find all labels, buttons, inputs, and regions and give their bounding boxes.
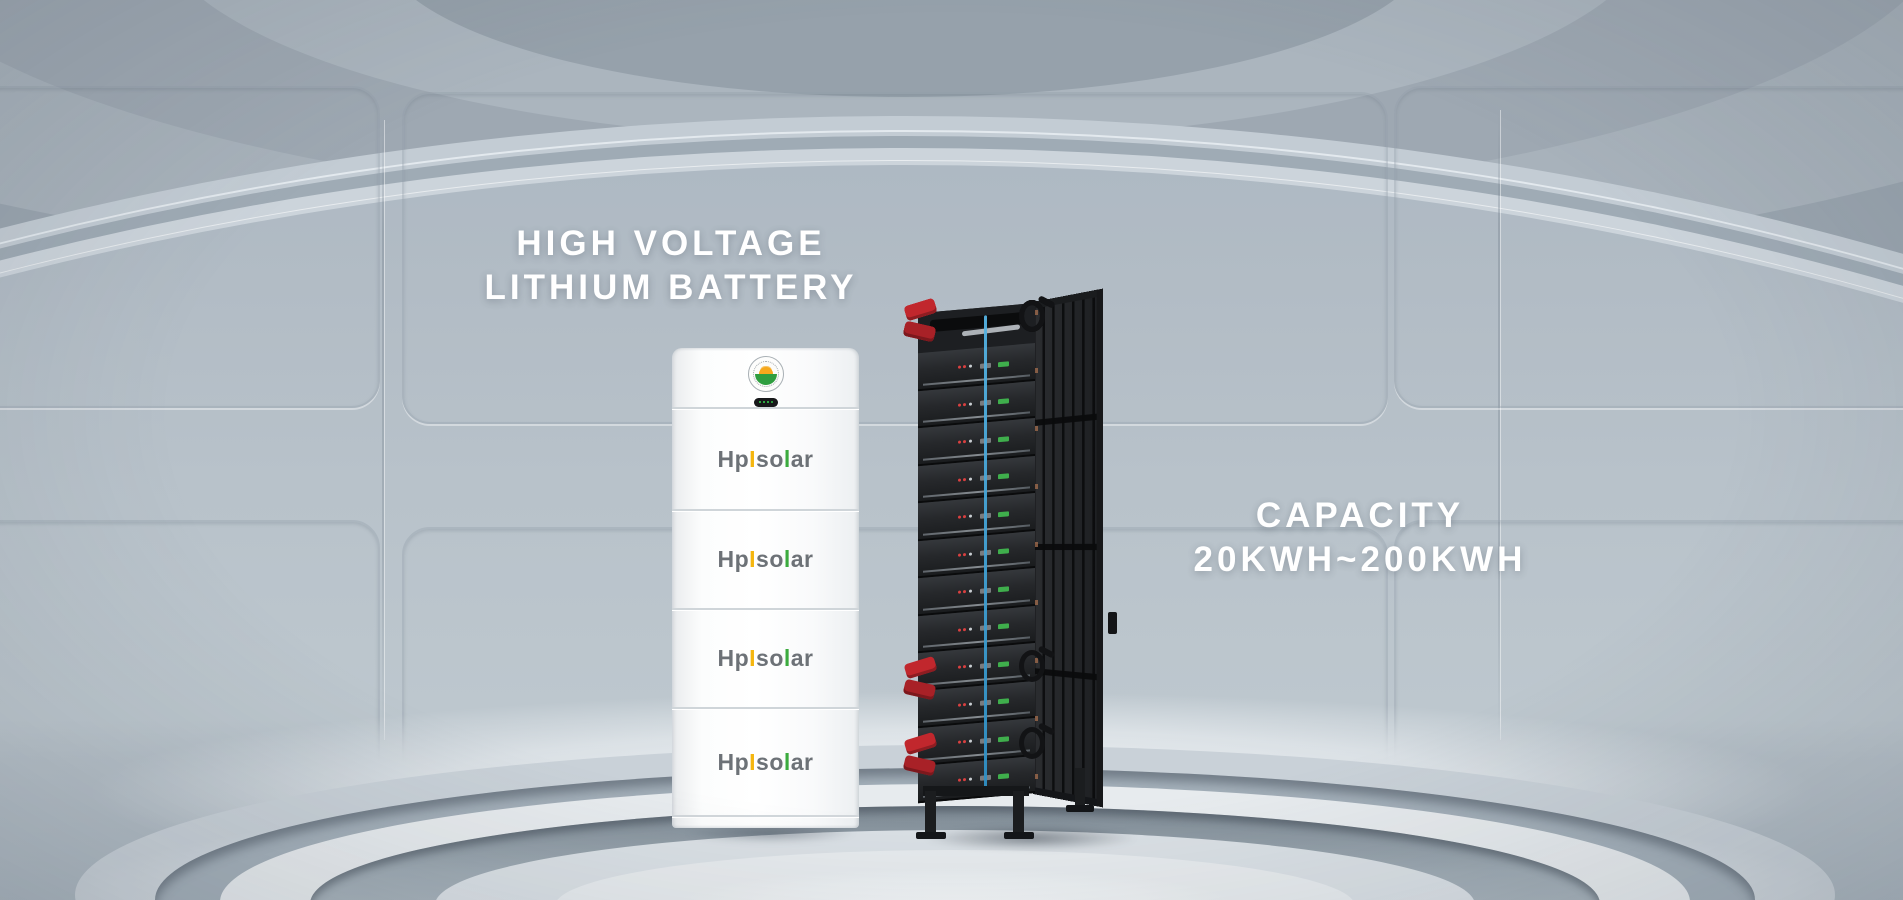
brand-emblem-icon [747,356,784,392]
headline-title: HIGH VOLTAGE LITHIUM BATTERY [371,222,971,310]
rack-front-face [918,303,1035,804]
status-leds-icon [957,590,961,595]
headline-line-2: LITHIUM BATTERY [484,268,858,307]
status-chip [998,735,1010,742]
rack-battery-cabinet [915,288,1125,845]
capacity-line-2: 20KWH~200KWH [1193,540,1527,579]
status-chip [998,623,1010,630]
power-connector-red [903,734,939,780]
status-leds-icon [957,740,961,745]
brand-logo: HpIsolar [717,645,813,672]
stacked-battery-tower: HpIsolar HpIsolar HpIsolar HpIsolar [672,348,859,828]
battery-module: HpIsolar [672,509,859,608]
status-leds-icon [957,553,961,557]
brand-logo-segment: I [749,645,757,671]
wall-panel-left-upper [0,86,380,408]
wall-panel-center-upper [402,92,1388,424]
power-cable-black [1019,300,1045,332]
brand-logo-segment: ar [790,645,814,671]
status-leds-icon [957,403,961,407]
brand-logo-segment: ar [790,546,814,572]
ceiling-arc-line [0,160,1903,900]
battery-base-module: HpIsolar [672,707,859,828]
ceiling-arc-line [0,130,1903,900]
hill-icon [754,374,777,385]
capacity-label: CAPACITY 20KWH~200KWH [1060,494,1660,582]
wall-seam-left [382,120,384,740]
brand-logo-segment: l [783,645,791,671]
rack-leg [925,791,936,835]
status-leds-icon [957,778,961,782]
status-leds-icon [957,478,961,482]
wall-seam-right [1498,110,1500,740]
brand-logo-segment: Hp [717,749,750,775]
status-leds-icon [957,365,961,370]
power-cable-black [1019,650,1045,682]
status-chip [998,698,1010,705]
rack-foot [916,832,946,839]
power-cable-black [1019,727,1045,759]
status-leds-icon [957,665,961,670]
tower-top-cap [672,348,859,407]
status-leds-icon [957,628,961,632]
status-chip [998,398,1010,405]
rack-foot [1066,805,1094,812]
battery-module: HpIsolar [672,608,859,707]
led-indicator [753,398,778,407]
battery-module: HpIsolar [672,407,859,509]
brand-logo-segment: Hp [717,645,750,671]
rack-leg [1075,768,1085,808]
status-chip [998,473,1010,480]
brand-logo-segment: I [749,445,757,472]
brand-logo-segment: l [783,749,791,775]
brand-logo-segment: l [783,546,791,572]
status-chip [998,360,1010,367]
rack-foot [1004,832,1034,839]
brand-logo-segment: l [783,445,791,472]
brand-logo-segment: ar [790,445,814,472]
rack-hinge-strip [1035,310,1038,780]
power-connector-red [903,658,939,704]
status-chip [998,660,1010,667]
brand-logo-segment: ar [790,749,814,775]
sun-icon [758,367,773,374]
brand-logo-segment: I [749,546,757,572]
brand-logo: HpIsolar [717,546,813,573]
status-chip [998,548,1010,555]
comm-cable-blue [984,315,987,790]
brand-logo-segment: Hp [717,546,750,572]
status-chip [998,773,1010,780]
brand-logo: HpIsolar [717,749,813,776]
brand-logo-segment: Hp [717,445,750,472]
brand-logo-segment: so [756,445,784,472]
brand-logo: HpIsolar [717,446,813,473]
status-leds-icon [957,440,961,445]
brand-logo-segment: I [749,749,757,775]
status-chip [998,585,1010,592]
status-chip [998,435,1010,442]
status-leds-icon [957,703,961,707]
brand-logo-segment: so [756,546,784,572]
rack-leg [1013,791,1024,835]
capacity-line-1: CAPACITY [1255,496,1465,535]
brand-emblem-art [752,361,779,387]
headline-line-1: HIGH VOLTAGE [516,224,826,263]
brand-logo-segment: so [756,645,784,671]
status-leds-icon [957,515,961,520]
status-chip [998,510,1010,517]
rack-bottom-bar [923,786,1029,796]
rack-handle [1108,612,1117,634]
brand-logo-segment: so [756,749,784,775]
wall-panel-right-upper [1394,86,1903,408]
